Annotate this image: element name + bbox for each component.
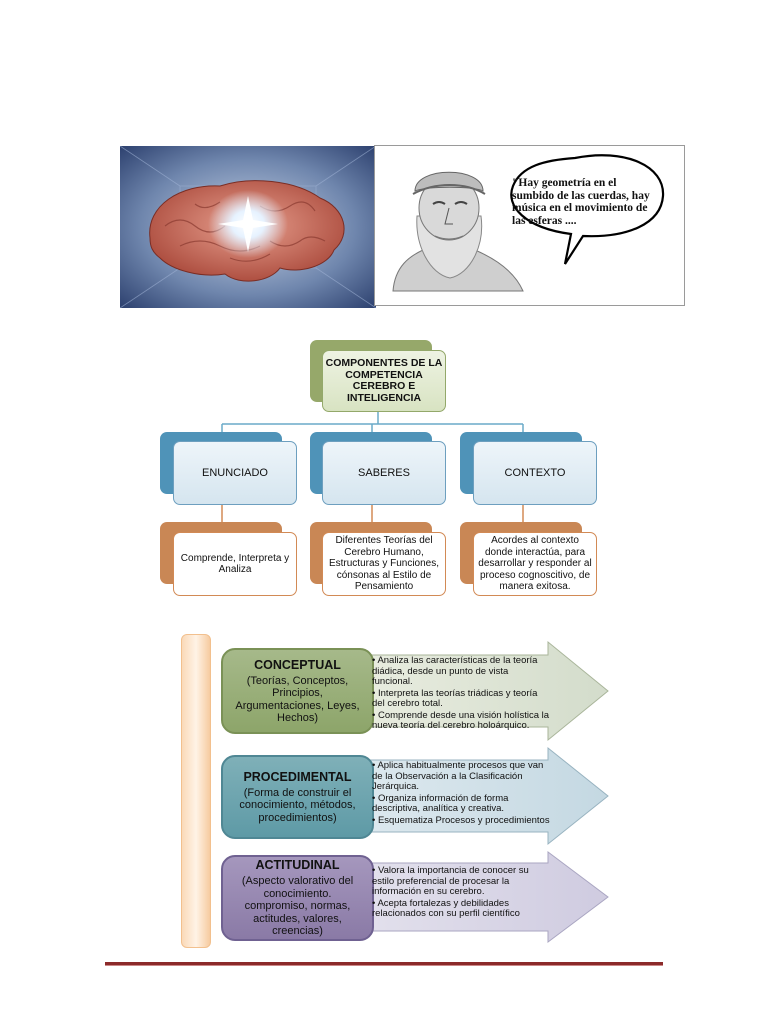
actitudinal-bullets: • Valora la importancia de conocer su es…	[372, 865, 548, 921]
brain-illustration	[120, 146, 376, 308]
saberes-node: SABERES	[322, 441, 446, 505]
list-item: • Organiza información de forma descript…	[372, 792, 509, 814]
list-item: • Aplica habitualmente procesos que van …	[372, 760, 544, 792]
conceptual-bullets: • Analiza las características de la teor…	[372, 655, 550, 733]
contexto-node: CONTEXTO	[473, 441, 597, 505]
list-item: • Interpreta las teorías triádicas y teo…	[372, 687, 538, 709]
actitudinal-title: ACTITUDINAL	[255, 858, 340, 873]
root-node: COMPONENTES DE LA COMPETENCIA CEREBRO E …	[322, 350, 446, 412]
procedimental-bullets: • Aplica habitualmente procesos que van …	[372, 760, 550, 827]
list-item: • Analiza las características de la teor…	[372, 655, 538, 687]
contexto-detail: Acordes al contexto donde interactúa, pa…	[473, 532, 597, 596]
pythagoras-quote: "Hay geometría en el sumbido de las cuer…	[512, 177, 650, 227]
list-item: • Esquematiza Procesos y procedimientos	[372, 814, 550, 826]
list-item: • Acepta fortalezas y debilidades relaci…	[372, 897, 520, 919]
procedimental-subtitle: (Forma de construir el conocimiento, mét…	[239, 786, 356, 824]
enunciado-detail: Comprende, Interpreta y Analiza	[173, 532, 297, 596]
conceptual-subtitle: (Teorías, Conceptos, Principios, Argumen…	[235, 674, 360, 725]
conceptual-box: CONCEPTUAL (Teorías, Conceptos, Principi…	[221, 648, 374, 734]
actitudinal-box: ACTITUDINAL (Aspecto valorativo del cono…	[221, 855, 374, 941]
quote-panel	[374, 145, 685, 306]
enunciado-node: ENUNCIADO	[173, 441, 297, 505]
list-item: • Comprende desde una visión holística l…	[372, 709, 550, 731]
conceptual-title: CONCEPTUAL	[254, 657, 341, 672]
footer-divider	[105, 962, 663, 966]
saberes-detail: Diferentes Teorías del Cerebro Humano, E…	[322, 532, 446, 596]
actitudinal-subtitle: (Aspecto valorativo del conocimiento. co…	[241, 875, 354, 938]
pythagoras-portrait	[392, 154, 665, 292]
side-bar	[181, 634, 211, 948]
procedimental-title: PROCEDIMENTAL	[243, 769, 352, 784]
procedimental-box: PROCEDIMENTAL (Forma de construir el con…	[221, 755, 374, 839]
list-item: • Valora la importancia de conocer su es…	[372, 865, 529, 897]
